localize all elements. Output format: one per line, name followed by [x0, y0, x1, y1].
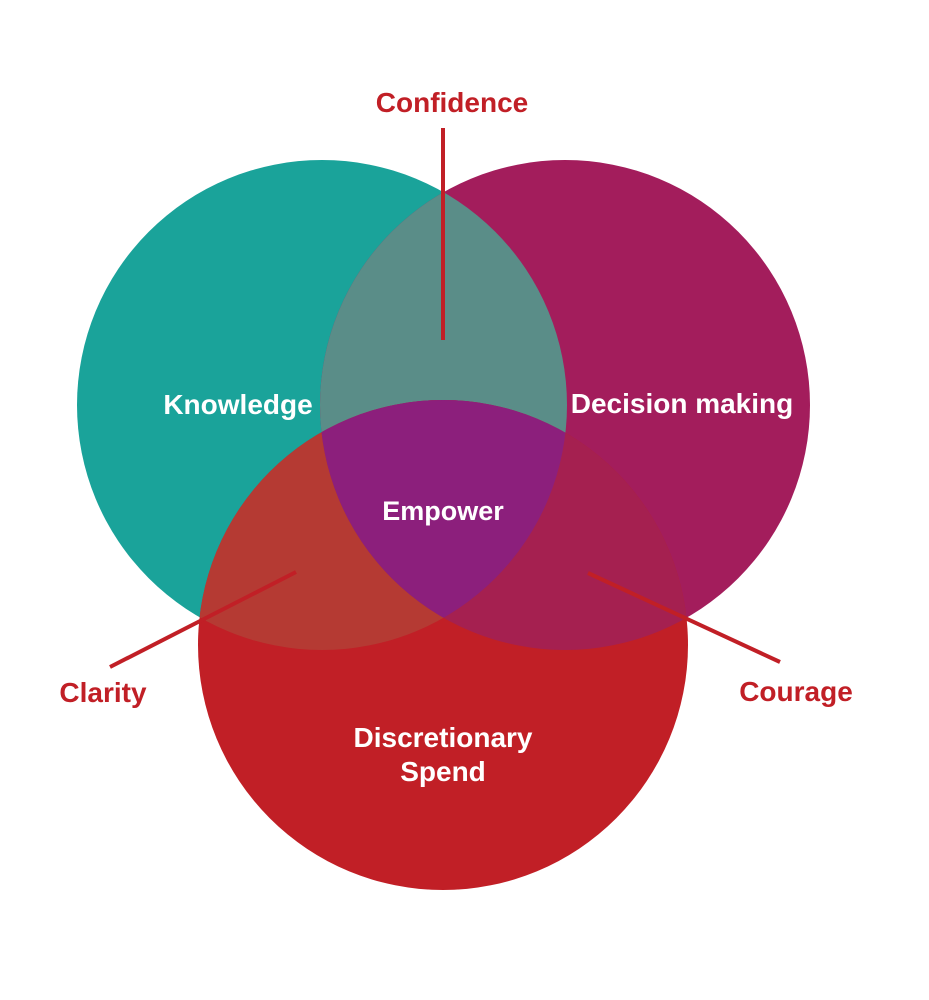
discretionary-spend-label-line2: Spend: [400, 756, 486, 787]
discretionary-spend-label-line1: Discretionary: [354, 722, 533, 753]
knowledge-label: Knowledge: [163, 389, 312, 420]
courage-label: Courage: [739, 676, 853, 707]
empower-label: Empower: [382, 496, 504, 526]
courage-callout-line: [587, 571, 781, 664]
confidence-label: Confidence: [376, 87, 528, 118]
clarity-label: Clarity: [59, 677, 147, 708]
decision-making-label: Decision making: [571, 388, 794, 419]
clarity-callout-line: [109, 570, 297, 669]
